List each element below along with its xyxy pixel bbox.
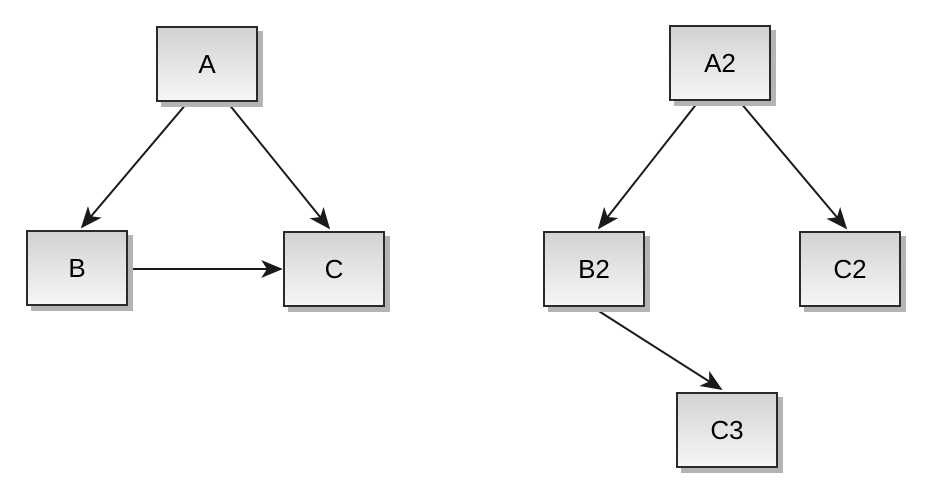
edge-A2-B2 (597, 101, 699, 230)
node-A: A (156, 26, 258, 102)
node-A2-label: A2 (704, 48, 736, 78)
node-C: C (283, 231, 385, 307)
node-A2: A2 (669, 25, 771, 101)
node-B-label: B (68, 253, 86, 283)
edge-B2-C3 (593, 307, 723, 390)
node-B2-label: B2 (578, 254, 610, 284)
node-B: B (26, 230, 128, 306)
node-C3: C3 (676, 392, 778, 468)
node-C2-label: C2 (833, 254, 867, 284)
node-C2: C2 (799, 231, 901, 307)
edge-A2-C2 (739, 101, 848, 230)
node-C-label: C (324, 254, 344, 284)
edge-A-C (227, 102, 331, 230)
node-A-label: A (198, 49, 216, 79)
node-B2: B2 (543, 231, 645, 307)
edge-A-B (80, 102, 188, 229)
node-C3-label: C3 (710, 415, 744, 445)
